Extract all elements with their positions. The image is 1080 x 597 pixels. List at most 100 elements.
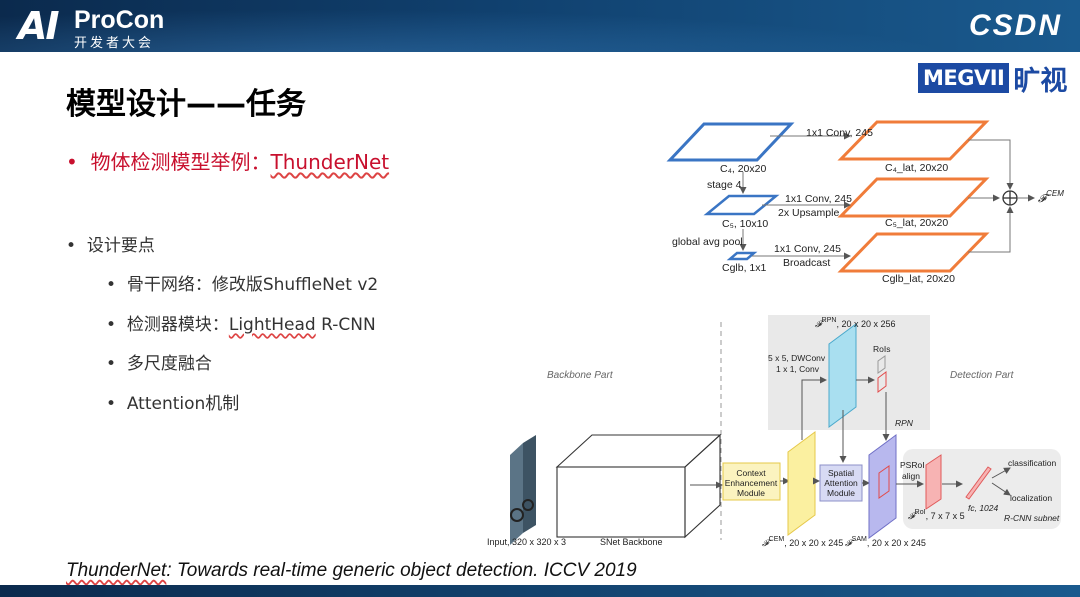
c5-label: C₅, 10x10: [722, 218, 768, 230]
csdn-logo: CSDN: [968, 9, 1062, 42]
cem-block: [722, 462, 781, 501]
c5lat-plane: [837, 177, 990, 218]
fsam-sup: SAM: [852, 536, 867, 543]
fcem2-symbol: 𝓕: [762, 538, 772, 548]
c4lat-plane: [837, 120, 990, 161]
cem-label-3: Module: [737, 488, 765, 498]
rcnn-subnet-region: [903, 449, 1061, 529]
reference-text: : Towards real-time generic object detec…: [166, 560, 637, 581]
align-label: align: [902, 471, 920, 481]
conv3-label: 1x1 Conv, 245: [774, 243, 841, 255]
reference-link[interactable]: ThunderNet: [66, 560, 167, 581]
cem-label-2: Enhancement: [725, 478, 778, 488]
broadcast-label: Broadcast: [783, 257, 830, 269]
bullet-text: 检测器模块：: [126, 315, 229, 335]
bullet-dot: •: [106, 394, 127, 414]
procon-logo-mark: AI: [18, 4, 60, 48]
megvii-logo-text: MEGVII: [918, 63, 1010, 93]
bullet-text: Attention机制: [126, 394, 240, 414]
fsam-roi-box: [878, 465, 890, 499]
footer-banner: [0, 585, 1080, 597]
frpn-sup: RPN: [822, 317, 837, 324]
froi-dims-label: 𝓕RoI, 7 x 7 x 5: [908, 509, 965, 521]
c5lat-label: C₅_lat, 20x20: [885, 217, 948, 229]
bullet-dot: •: [106, 275, 127, 295]
snet-backbone-block: [555, 433, 722, 539]
bullet-dot: •: [66, 150, 91, 174]
stage4-label: stage 4: [707, 179, 742, 191]
lighthead-link[interactable]: LightHead: [228, 315, 316, 335]
cglb-plane: [726, 251, 758, 261]
sam-label-1: Spatial: [828, 468, 854, 478]
psroi-label: PSRoI: [900, 460, 925, 470]
bullet-design-points: • 设计要点: [66, 231, 155, 256]
cem-diagram: C₄, 20x20 stage 4 C₅, 10x10 global avg p…: [666, 120, 1064, 285]
frpn-dims: , 20 x 20 x 256: [836, 319, 895, 329]
bullet-text: 设计要点: [86, 236, 155, 256]
froi-feature-map: [925, 454, 942, 510]
bullet-dot: •: [106, 315, 127, 335]
bullet-text: 物体检测模型举例：: [90, 150, 271, 174]
input-image: [510, 435, 536, 545]
thundernet-link[interactable]: ThunderNet: [270, 150, 390, 174]
roi-red-box: [877, 371, 887, 393]
detection-part-label: Detection Part: [950, 370, 1015, 381]
sub-bullet-attention: • Attention机制: [106, 389, 239, 414]
fcem-label: 𝓕CEM: [1038, 189, 1064, 205]
megvii-logo: MEGVII 旷视: [918, 61, 1068, 96]
bullet-text: 骨干网络：修改版ShuffleNet v2: [126, 275, 379, 295]
conv2-label: 1x1 Conv, 245: [785, 193, 852, 205]
rcnn-subnet-label: R-CNN subnet: [1004, 513, 1060, 523]
rpn-label: RPN: [895, 418, 914, 428]
c4lat-label: C₄_lat, 20x20: [885, 162, 948, 174]
fsam-dims: , 20 x 20 x 245: [867, 538, 926, 548]
frpn-feature-map: [828, 323, 857, 428]
cem-label-1: Context: [736, 468, 766, 478]
bullet-dot: •: [66, 236, 87, 256]
procon-logo-subtitle: 开发者大会: [74, 35, 155, 50]
c5-plane: [703, 194, 780, 216]
fc-label: fc, 1024: [968, 503, 999, 513]
froi-sup: RoI: [915, 509, 926, 516]
fcem-feature-map: [787, 431, 816, 536]
bullet-text: 多尺度融合: [126, 354, 212, 374]
localization-label: localization: [1010, 493, 1052, 503]
conv11-label: 1 x 1, Conv: [776, 364, 820, 374]
sub-bullet-detector: • 检测器模块：LightHead R-CNN: [106, 310, 376, 335]
input-label: Input, 320 x 320 x 3: [487, 537, 566, 547]
fsam-dims-label: 𝓕SAM, 20 x 20 x 245: [845, 536, 926, 548]
fcem2-dims: , 20 x 20 x 245: [784, 538, 843, 548]
megvii-logo-cn: 旷视: [1013, 65, 1068, 96]
cglblat-plane: [837, 232, 990, 273]
sub-bullet-multiscale: • 多尺度融合: [106, 349, 212, 374]
rois-label: RoIs: [873, 344, 890, 354]
sam-label-3: Module: [827, 488, 855, 498]
fsam-symbol: 𝓕: [845, 538, 855, 548]
fcem-dims-label: 𝓕CEM, 20 x 20 x 245: [762, 536, 843, 548]
snet-label: SNet Backbone: [600, 537, 663, 547]
c4-plane: [666, 122, 795, 162]
sam-label-2: Attention: [824, 478, 858, 488]
fcem2-sup: CEM: [769, 536, 785, 543]
dwconv-label: 5 x 5, DWConv: [768, 353, 826, 363]
cglblat-label: Cglb_lat, 20x20: [882, 273, 955, 285]
header-banner: AI ProCon 开发者大会 CSDN: [0, 0, 1080, 52]
fc-layer: [965, 466, 992, 500]
paper-reference: ThunderNet: Towards real-time generic ob…: [66, 560, 637, 582]
classification-label: classification: [1008, 458, 1056, 468]
cglb-label: Cglb, 1x1: [722, 262, 767, 274]
upsample-label: 2x Upsample: [778, 207, 839, 219]
gap-label: global avg pool: [672, 236, 743, 248]
slide-title: 模型设计——任务: [66, 87, 306, 122]
froi-dims: , 7 x 7 x 5: [926, 511, 965, 521]
sub-bullet-backbone: • 骨干网络：修改版ShuffleNet v2: [106, 270, 378, 295]
procon-logo-text: ProCon: [74, 6, 165, 34]
thundernet-diagram: Backbone Part Detection Part Input, 320 …: [487, 315, 1061, 548]
frpn-symbol: 𝓕: [815, 319, 825, 329]
bullet-text-suffix: R-CNN: [315, 315, 376, 335]
conv1-label: 1x1 Conv, 245: [806, 127, 873, 139]
sam-block: [819, 464, 863, 502]
banner-glow: [0, 0, 1080, 52]
roi-small-box: [877, 355, 886, 374]
